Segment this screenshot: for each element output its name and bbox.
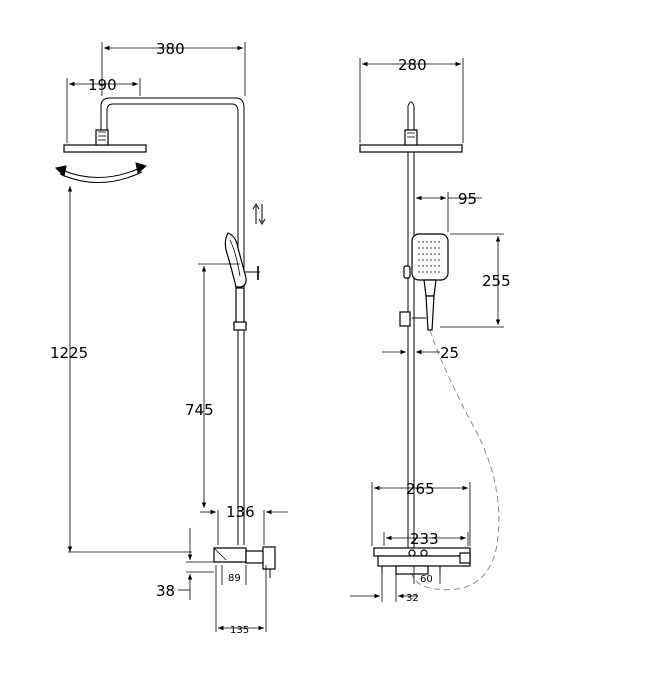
dim-280-label: 280 [398,56,427,74]
dim-190-label: 190 [88,76,117,94]
dim-60-label: 60 [420,574,433,585]
dim-265-label: 265 [406,480,435,498]
slide-arrows-icon [252,203,266,225]
side-view: 380 190 1225 745 136 89 38 [50,40,288,636]
front-rain-head [359,101,463,153]
dim-380-label: 380 [156,40,185,58]
dim-233-label: 233 [410,530,439,548]
rotation-arrow-icon [54,162,148,183]
dim-135-label: 135 [230,625,249,636]
dim-255-label: 255 [482,272,511,290]
dim-1225-label: 1225 [50,344,88,362]
dim-89-label: 89 [228,573,241,584]
front-view: 280 95 255 25 265 [350,56,511,604]
hose-dashed [411,329,500,591]
dim-25-label: 25 [440,344,459,362]
front-handset [399,233,449,331]
dim-95-label: 95 [458,190,477,208]
side-rain-head [63,97,245,545]
front-mixer-shelf [373,547,471,575]
dim-136-label: 136 [226,503,255,521]
side-mixer [213,546,276,578]
dim-32-label: 32 [406,593,419,604]
handset-nozzles [418,241,442,273]
side-handset [224,232,260,331]
dim-745-label: 745 [185,401,214,419]
dim-38-label: 38 [156,582,175,600]
